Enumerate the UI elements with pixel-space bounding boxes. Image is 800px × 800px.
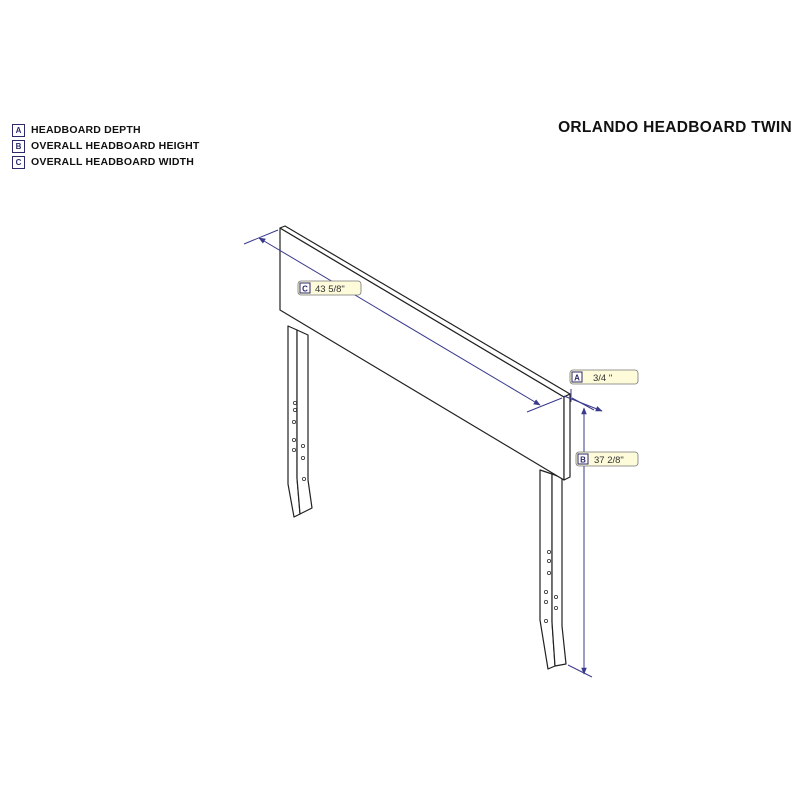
dimension-letter-b: B [580,456,586,465]
bolt-hole [300,443,305,448]
dimension-label-c: C 43 5/8" [297,280,362,296]
bolt-hole [544,590,549,595]
legend-badge-c: C [12,155,25,169]
product-title: ORLANDO HEADBOARD TWIN [558,119,792,136]
left-leg-side [296,329,313,515]
dimension-label-b: B 37 2/8" [575,451,639,467]
bolt-hole [547,571,552,576]
dimension-c [243,229,563,413]
bolt-hole [291,437,296,442]
dimension-line-c [258,237,541,406]
extension-line-c-right [526,397,563,413]
legend-item-b: B OVERALL HEADBOARD HEIGHT [12,138,200,154]
panel-front [279,227,565,481]
dimension-value-a: 3/4 " [593,373,612,384]
bolt-hole [300,455,305,460]
dimension-value-c: 43 5/8" [315,284,345,295]
legend-label-a: HEADBOARD DEPTH [31,124,141,136]
dimension-b [567,397,595,678]
dimension-letter-c: C [302,285,308,294]
bolt-hole [292,400,297,405]
bolt-holes [291,400,559,624]
bolt-hole [291,447,296,452]
legend-badge-a: A [12,123,25,137]
bolt-hole [547,559,552,564]
bolt-hole [301,476,306,481]
legend-item-a: A HEADBOARD DEPTH [12,122,200,138]
bolt-hole [291,419,296,424]
right-leg-side [551,473,567,667]
bolt-hole [554,595,559,600]
bolt-hole [544,600,549,605]
bolt-hole [292,407,297,412]
panel-end [563,393,571,481]
extension-line-b-bottom [567,664,593,678]
extension-line-b-top [571,397,595,411]
bolt-hole [547,550,552,555]
legend-item-c: C OVERALL HEADBOARD WIDTH [12,154,200,170]
dimension-value-b: 37 2/8" [594,455,624,466]
bolt-hole [554,606,559,611]
legend: A HEADBOARD DEPTH B OVERALL HEADBOARD HE… [12,122,200,170]
legend-badge-b: B [12,139,25,153]
dimension-label-a: A 3/4 " [569,369,639,385]
legend-label-b: OVERALL HEADBOARD HEIGHT [31,140,200,152]
dimension-letter-a: A [574,374,580,383]
bolt-hole [544,619,549,624]
extension-line-c-left [243,229,279,245]
legend-label-c: OVERALL HEADBOARD WIDTH [31,156,195,168]
